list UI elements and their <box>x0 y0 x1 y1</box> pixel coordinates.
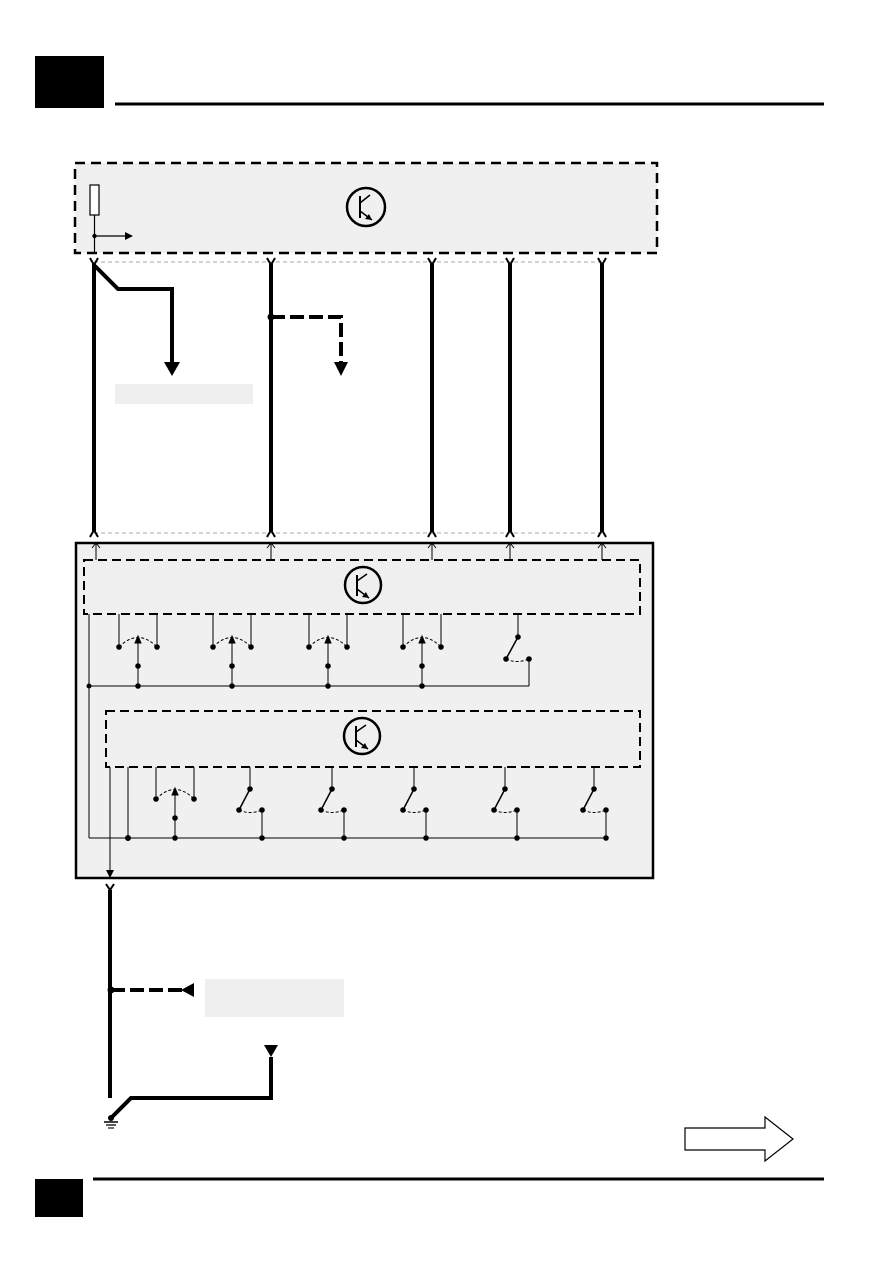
inner-unit-top <box>83 559 641 615</box>
transistor-icon <box>345 186 387 228</box>
branch-arrow-2 <box>334 362 348 376</box>
selector-switch-icon <box>400 614 444 689</box>
switch-icon <box>318 767 347 841</box>
branch-wire-1 <box>93 264 174 364</box>
return-wire <box>110 1057 273 1119</box>
header-tab-block <box>35 56 104 108</box>
footer-page-block <box>35 1179 83 1217</box>
switch-icon <box>580 767 609 841</box>
fuse-icon <box>89 184 133 253</box>
selector-switch-icon <box>153 767 197 841</box>
bottom-row-wiring <box>109 767 131 878</box>
module-entry-arrows <box>91 542 607 560</box>
callout-bottom <box>205 979 344 1017</box>
selector-switch-icon <box>210 614 254 689</box>
switch-icon <box>491 767 520 841</box>
switch-row-bottom <box>153 767 609 841</box>
module-exit-arrow <box>106 870 114 878</box>
branch-arrow-3 <box>181 983 194 997</box>
switch-icon <box>236 767 265 841</box>
connector-pins-top <box>89 257 607 268</box>
callout-top <box>115 384 253 404</box>
upper-control-module <box>73 161 659 255</box>
branch-wire-2 <box>271 315 343 364</box>
branch-arrow-1 <box>164 362 180 376</box>
selector-switch-icon <box>116 614 160 689</box>
inner-unit-bottom <box>105 710 641 768</box>
next-page-arrow-icon[interactable] <box>684 1115 794 1163</box>
transistor-icon <box>343 565 383 605</box>
selector-switch-row-top <box>116 614 444 689</box>
main-wire-bundle <box>92 264 604 531</box>
ground-icon <box>104 1115 118 1129</box>
transistor-icon <box>342 716 382 756</box>
selector-switch-icon <box>306 614 350 689</box>
switch-icon <box>503 614 532 686</box>
return-arrow <box>264 1045 278 1057</box>
switch-icon <box>400 767 429 841</box>
connector-pins-bottom <box>89 527 607 538</box>
